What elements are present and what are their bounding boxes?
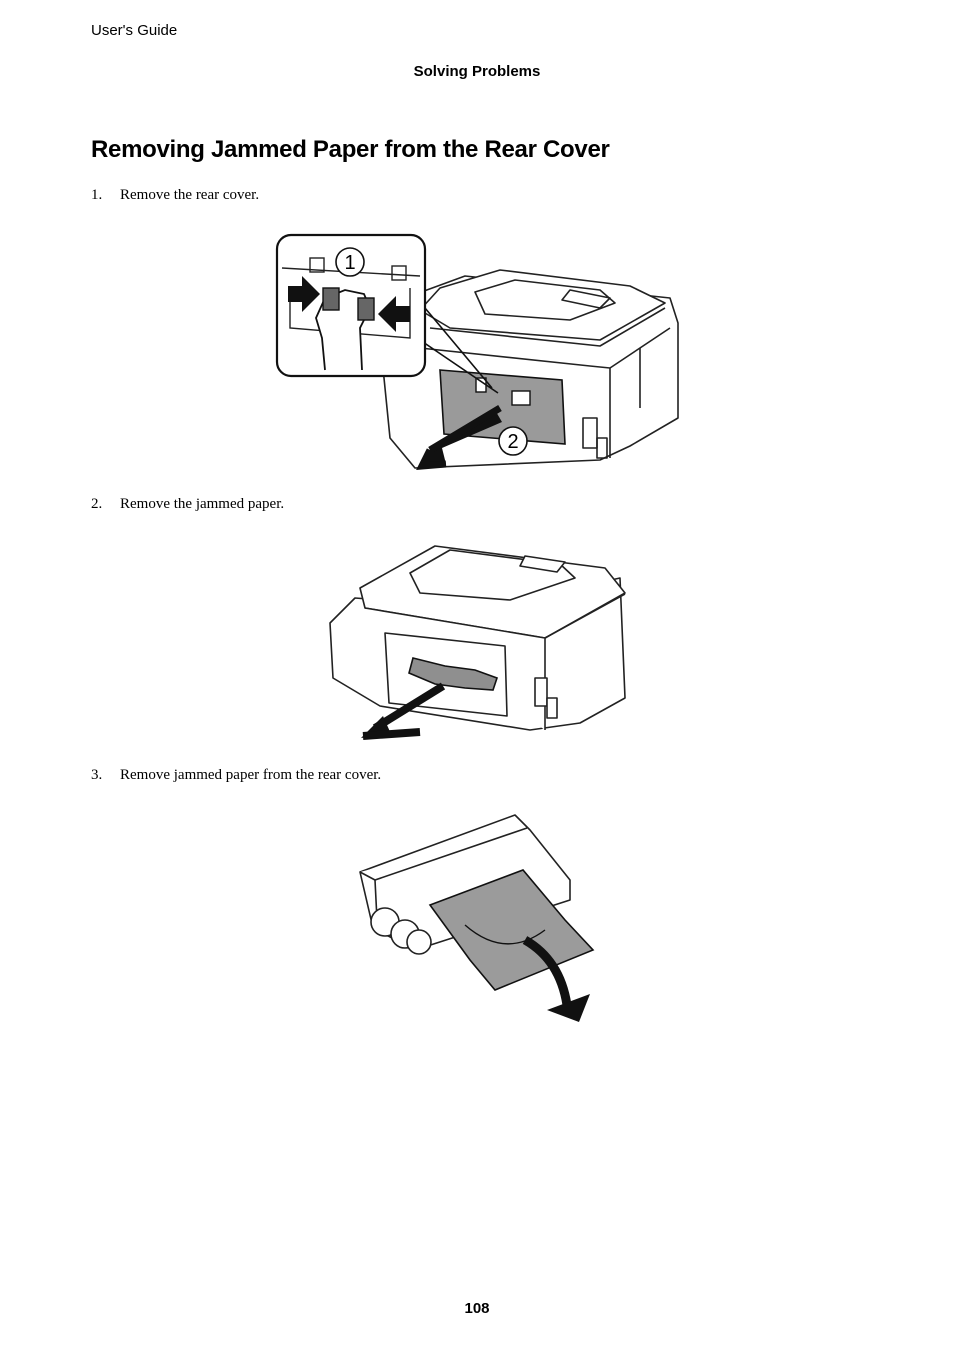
pull-arrow-icon bbox=[420, 410, 502, 468]
step-2: 2. Remove the jammed paper. bbox=[91, 496, 284, 513]
step-text: Remove the jammed paper. bbox=[120, 496, 285, 512]
page-title: Removing Jammed Paper from the Rear Cove… bbox=[91, 136, 610, 163]
remove-jammed-paper-illustration bbox=[329, 545, 626, 740]
pull-arrow-icon bbox=[547, 994, 590, 1022]
step-number: 2. bbox=[91, 496, 103, 512]
pull-arrow-icon bbox=[362, 728, 421, 740]
step-1: 1. Remove the rear cover. bbox=[91, 187, 259, 204]
section-heading: Solving Problems bbox=[413, 63, 541, 80]
page-number: 108 bbox=[464, 1300, 490, 1317]
remove-rear-cover-illustration: 1 2 bbox=[275, 233, 679, 471]
step-number: 1. bbox=[91, 187, 103, 203]
step-text: Remove jammed paper from the rear cover. bbox=[120, 767, 382, 783]
step-text: Remove the rear cover. bbox=[120, 187, 260, 203]
rear-cover-paper-illustration bbox=[359, 814, 595, 1022]
callout-2-label: 2 bbox=[507, 431, 518, 453]
step-number: 3. bbox=[91, 767, 103, 783]
callout-1-label: 1 bbox=[344, 252, 355, 274]
step-3: 3. Remove jammed paper from the rear cove… bbox=[91, 767, 381, 784]
running-head: User's Guide bbox=[91, 22, 178, 39]
